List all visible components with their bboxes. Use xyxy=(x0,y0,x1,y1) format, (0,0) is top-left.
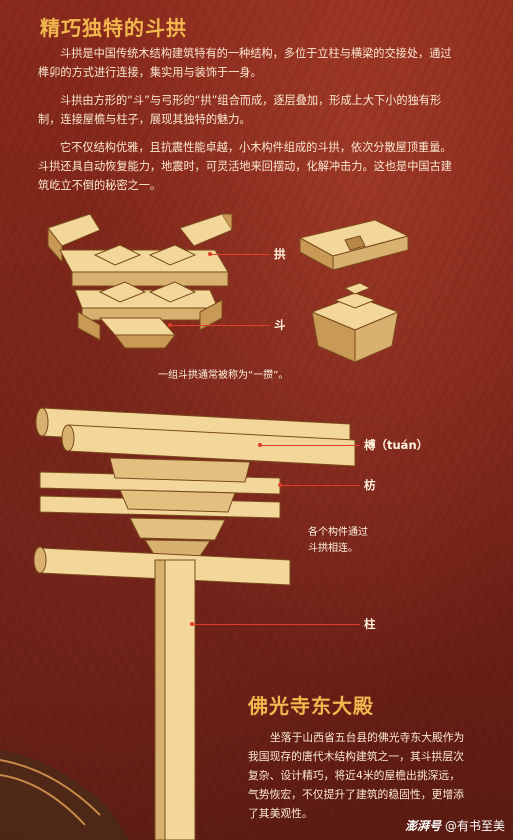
label-fang: 枋 xyxy=(364,478,376,492)
temple-paragraph: 坐落于山西省五台县的佛光寺东大殿作为我国现存的唐代木结构建筑之一，其斗拱层次复杂… xyxy=(248,728,468,823)
temple-roof-illustration xyxy=(0,750,130,840)
intro-paragraph-3: 它不仅结构优雅，且抗震性能卓越，小木构件组成的斗拱，依次分散屋顶重量。斗拱还具自… xyxy=(38,138,458,195)
leader-dot-chuan xyxy=(258,443,262,447)
label-dou: 斗 xyxy=(274,318,286,332)
label-zhu: 柱 xyxy=(364,617,376,631)
watermark: 澎湃号 @有书至美 xyxy=(405,817,505,834)
leader-dot-zhu xyxy=(190,622,194,626)
intro-paragraph-3-text: 它不仅结构优雅，且抗震性能卓越，小木构件组成的斗拱，依次分散屋顶重量。斗拱还具自… xyxy=(38,141,452,192)
diagram2-caption-line2: 斗拱相连。 xyxy=(308,543,358,554)
label-gong: 拱 xyxy=(274,247,286,261)
leader-dot-gong xyxy=(208,252,212,256)
diagram2-caption-line1: 各个构件通过 xyxy=(308,527,368,538)
intro-paragraph-2: 斗拱由方形的“斗”与弓形的“拱”组合而成，逐层叠加，形成上大下小的独有形制，连接… xyxy=(38,91,458,129)
leader-line-dou xyxy=(172,325,270,326)
temple-paragraph-text: 坐落于山西省五台县的佛光寺东大殿作为我国现存的唐代木结构建筑之一，其斗拱层次复杂… xyxy=(248,731,465,820)
leader-line-gong xyxy=(212,254,270,255)
intro-paragraph-1-text: 斗拱是中国传统木结构建筑特有的一种结构，多位于立柱与横梁的交接处，通过榫卯的方式… xyxy=(38,47,452,79)
label-chuan: 榑（tuán） xyxy=(364,438,429,452)
intro-paragraph-1: 斗拱是中国传统木结构建筑特有的一种结构，多位于立柱与横梁的交接处，通过榫卯的方式… xyxy=(38,44,458,82)
leader-dot-dou xyxy=(168,323,172,327)
leader-line-zhu xyxy=(194,624,360,625)
diagram1-caption: 一组斗拱通常被称为“一攒”。 xyxy=(158,370,289,381)
watermark-account: @有书至美 xyxy=(444,819,505,833)
temple-title: 佛光寺东大殿 xyxy=(248,694,374,718)
leader-dot-fang xyxy=(278,483,282,487)
intro-paragraph-2-text: 斗拱由方形的“斗”与弓形的“拱”组合而成，逐层叠加，形成上大下小的独有形制，连接… xyxy=(38,94,442,126)
page-title: 精巧独特的斗拱 xyxy=(40,16,187,40)
leader-line-chuan xyxy=(262,445,360,446)
leader-line-fang xyxy=(282,485,360,486)
watermark-logo: 澎湃号 xyxy=(405,819,442,833)
